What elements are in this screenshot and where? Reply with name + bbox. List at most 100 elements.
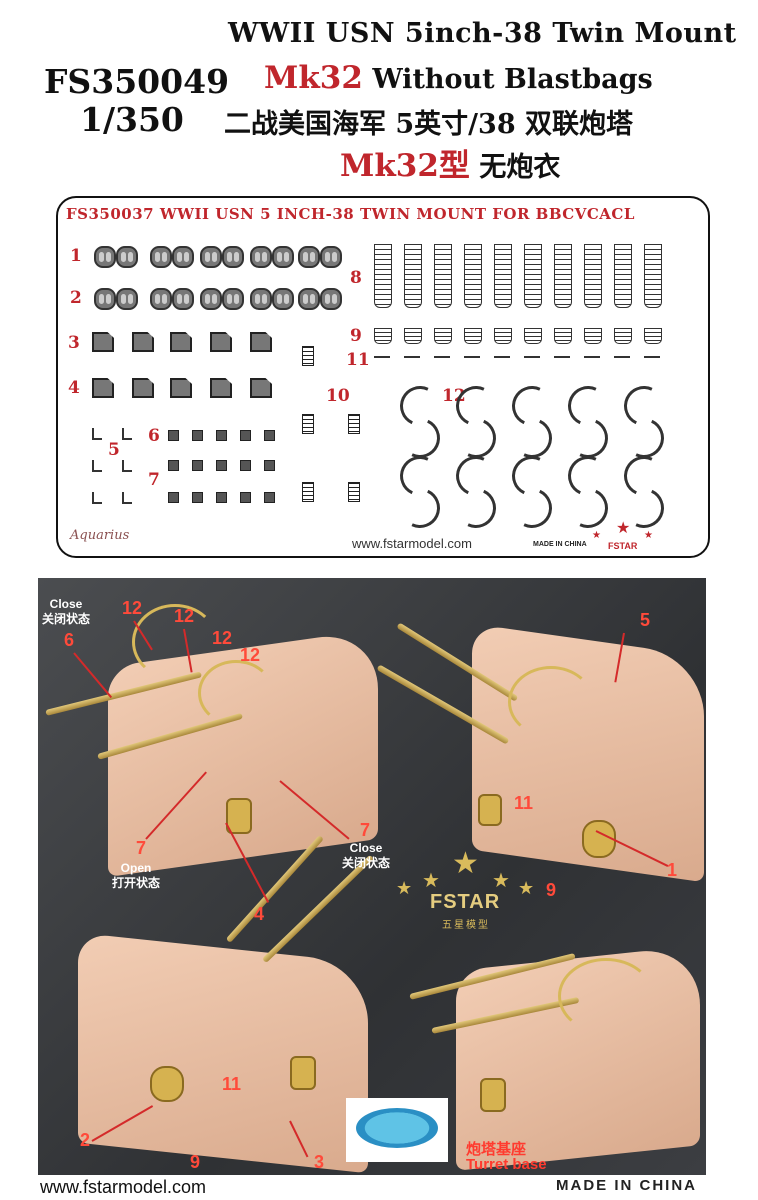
part-2-hatch — [116, 288, 138, 310]
part-10-ladder — [348, 414, 360, 434]
part-7-plate — [192, 492, 203, 503]
part-3-door — [132, 332, 154, 352]
part-8-rail — [614, 244, 632, 308]
part-7-plate — [168, 492, 179, 503]
callout-number: 5 — [640, 610, 651, 630]
part-11-bar — [404, 356, 420, 358]
part-5-hook — [92, 460, 102, 472]
part-2-hatch — [94, 288, 116, 310]
callout-number: 11 — [514, 793, 534, 813]
part-8-rail — [644, 244, 662, 308]
hatch-door — [480, 1078, 506, 1112]
part-11-bar — [494, 356, 510, 358]
part-10-ladder — [302, 346, 314, 366]
state-label-close: Close 关闭状态 — [334, 841, 398, 871]
footer-made-in: MADE IN CHINA — [556, 1177, 697, 1194]
part-9-rail — [524, 328, 542, 344]
state-label-open: Open 打开状态 — [104, 861, 168, 891]
part-6-plate — [192, 430, 203, 441]
part-7-plate — [216, 460, 227, 471]
star-icon: ★ — [518, 878, 535, 899]
star-icon: ★ — [616, 518, 631, 537]
title-line-2-rest: Without Blastbags — [362, 64, 653, 95]
callout-number: 9 — [546, 880, 557, 900]
callout-number: 4 — [254, 904, 265, 924]
part-number-1: 1 — [70, 246, 82, 266]
star-icon: ★ — [422, 868, 440, 892]
part-1-hatch — [298, 246, 320, 268]
part-number-9: 9 — [350, 326, 362, 346]
part-9-rail — [374, 328, 392, 344]
callout-number: 2 — [80, 1130, 91, 1150]
part-11-bar — [434, 356, 450, 358]
part-8-rail — [464, 244, 482, 308]
part-5-hook — [122, 460, 132, 472]
callout-number: 12 — [122, 598, 143, 618]
part-number-10: 10 — [326, 386, 350, 406]
part-11-bar — [554, 356, 570, 358]
part-10-ladder — [302, 414, 314, 434]
callout-number: 9 — [190, 1152, 201, 1172]
state-label-cn: 关闭状态 — [41, 612, 90, 626]
part-2-hatch — [320, 288, 342, 310]
blast-shield-rail — [558, 958, 654, 1034]
part-number-7: 7 — [148, 470, 160, 490]
state-label-cn: 关闭状态 — [341, 856, 390, 870]
fret-brand-logo: FSTAR — [608, 541, 638, 551]
part-8-rail — [554, 244, 572, 308]
part-8-rail — [494, 244, 512, 308]
part-3-door — [210, 332, 232, 352]
state-label-close: Close 关闭状态 — [40, 597, 92, 627]
star-icon: ★ — [592, 530, 601, 541]
title-mk-label: Mk32 — [264, 60, 363, 96]
part-4-door — [170, 378, 192, 398]
part-2-hatch — [150, 288, 172, 310]
part-8-rail — [524, 244, 542, 308]
fret-title: FS350037 WWII USN 5 INCH-38 TWIN MOUNT F… — [66, 205, 635, 223]
fret-signature: Aquarius — [70, 528, 130, 543]
fret-url: www.fstarmodel.com — [352, 536, 472, 551]
part-1-hatch — [116, 246, 138, 268]
part-11-bar — [614, 356, 630, 358]
part-6-plate — [216, 430, 227, 441]
part-11-bar — [464, 356, 480, 358]
part-9-rail — [464, 328, 482, 344]
assembled-turret-photos — [38, 578, 706, 1175]
part-number-11: 11 — [346, 350, 370, 370]
star-icon: ★ — [452, 846, 479, 881]
state-label-en: Close — [49, 597, 83, 611]
callout-number: 11 — [222, 1074, 242, 1094]
title-chinese-1: 二战美国海军 5英寸/38 双联炮塔 — [224, 109, 634, 140]
part-2-hatch — [298, 288, 320, 310]
hatch-door — [478, 794, 502, 826]
fret-made-in: MADE IN CHINA — [533, 541, 587, 548]
part-1-hatch — [250, 246, 272, 268]
part-4-door — [132, 378, 154, 398]
part-1-hatch — [222, 246, 244, 268]
callout-number: 12 — [240, 645, 261, 665]
callout-number: 6 — [64, 630, 75, 650]
turret-model — [78, 932, 368, 1174]
turret-base-label-cn: 炮塔基座 — [466, 1141, 527, 1158]
part-7-plate — [192, 460, 203, 471]
part-number-4: 4 — [68, 378, 80, 398]
state-label-en: Close — [349, 841, 383, 855]
part-11-bar — [584, 356, 600, 358]
part-6-plate — [240, 430, 251, 441]
part-1-hatch — [172, 246, 194, 268]
star-icon: ★ — [644, 530, 653, 541]
part-4-door — [210, 378, 232, 398]
blast-shield-rail — [132, 604, 218, 680]
callout-number: 12 — [212, 628, 233, 648]
part-5-hook — [92, 428, 102, 440]
part-7-plate — [264, 492, 275, 503]
part-2-hatch — [172, 288, 194, 310]
star-icon: ★ — [492, 868, 510, 892]
callout-number: 7 — [136, 838, 147, 858]
hatch-door — [290, 1056, 316, 1090]
hatch-door — [226, 798, 252, 834]
part-9-rail — [434, 328, 452, 344]
part-6-plate — [168, 430, 179, 441]
part-5-hook — [122, 492, 132, 504]
part-5-hook — [92, 492, 102, 504]
